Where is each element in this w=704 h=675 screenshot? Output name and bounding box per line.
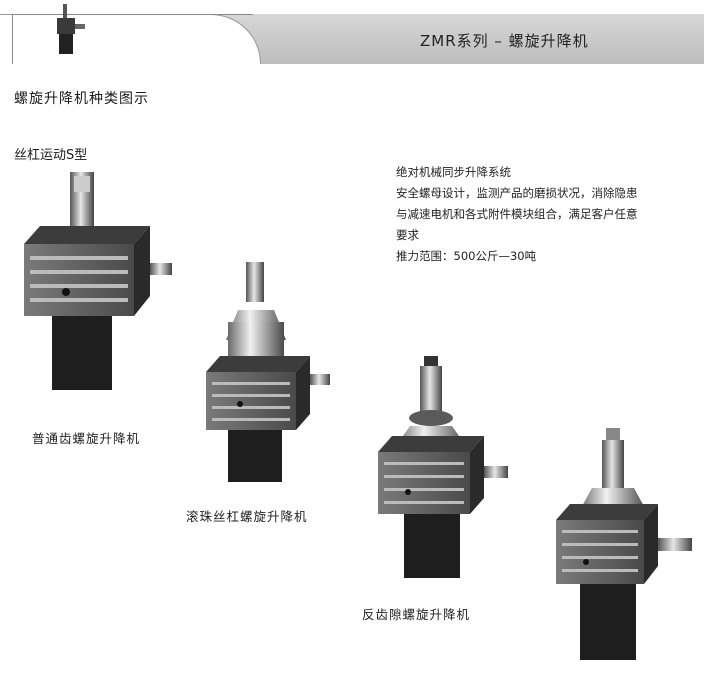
product-description: 绝对机械同步升降系统 安全螺母设计，监测产品的磨损状况，消除隐患 与减速电机和各… — [396, 162, 696, 267]
caption-standard-screw-jack: 普通齿螺旋升降机 — [32, 431, 141, 446]
header-banner: ZMR系列 – 螺旋升降机 — [0, 0, 704, 72]
screw-jack-variant-image — [556, 428, 692, 660]
anti-backlash-screw-jack-image — [378, 356, 508, 578]
section-subtitle: 丝杠运动S型 — [14, 148, 88, 163]
description-line: 要求 — [396, 228, 419, 242]
caption-anti-backlash-screw-jack: 反齿隙螺旋升降机 — [362, 607, 471, 622]
header-band — [0, 14, 704, 64]
page-title: 螺旋升降机种类图示 — [14, 91, 149, 107]
description-line: 安全螺母设计，监测产品的磨损状况，消除隐患 — [396, 186, 638, 200]
screw-jack-thumbnail-icon — [57, 4, 85, 54]
standard-screw-jack-image — [24, 172, 172, 390]
description-line: 与减速电机和各式附件模块组合，满足客户任意 — [396, 207, 638, 221]
caption-ball-screw-jack: 滚珠丝杠螺旋升降机 — [186, 509, 308, 524]
ball-screw-jack-image — [206, 262, 330, 482]
description-line: 推力范围：500公斤—30吨 — [396, 249, 537, 263]
description-line: 绝对机械同步升降系统 — [396, 165, 511, 179]
header-title: ZMR系列 – 螺旋升降机 — [420, 32, 589, 50]
